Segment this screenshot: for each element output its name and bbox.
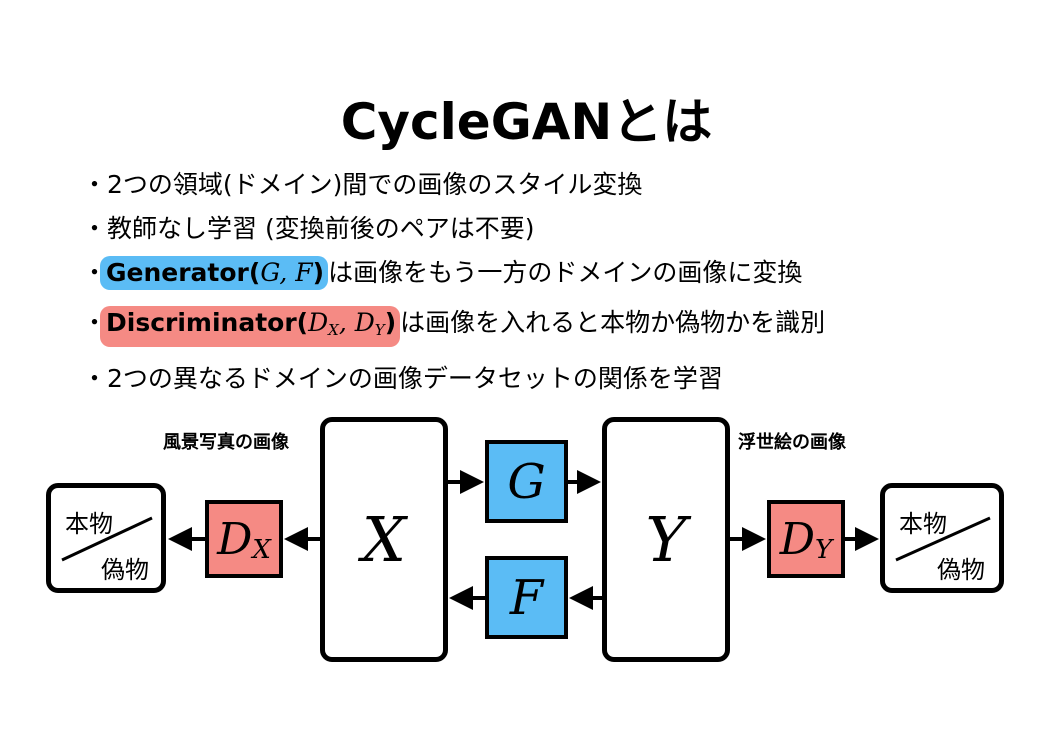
discriminator-dx: DX, DY — [308, 308, 385, 339]
real-fake-box-left: 本物 偽物 — [46, 483, 166, 593]
domain-x-label: X — [361, 503, 407, 576]
domain-y-label: Y — [645, 503, 687, 576]
dx-sub: X — [328, 320, 339, 339]
generator-f-label: F — [509, 569, 544, 626]
bullet-style-transfer: ・2つの領域(ドメイン)間での画像のスタイル変換 — [82, 170, 643, 199]
real-label-right: 本物 — [899, 510, 947, 538]
domain-y-box: Y — [602, 417, 730, 662]
generator-close: ) — [312, 258, 325, 287]
math-comma: , — [338, 308, 355, 337]
dy-sub: Y — [374, 320, 385, 339]
generator-description: は画像をもう一方のドメインの画像に変換 — [328, 258, 803, 287]
bullet-generator: ・Generator(G, F)は画像をもう一方のドメインの画像に変換 — [82, 256, 802, 290]
generator-f-block: F — [485, 556, 568, 639]
discriminator-name: Discriminator( — [106, 308, 309, 337]
real-label-left: 本物 — [65, 510, 113, 538]
dx-block-sub: X — [252, 535, 271, 565]
dx-block-main: D — [217, 513, 253, 565]
dx-main: D — [308, 308, 329, 337]
generator-g-label: G — [507, 453, 546, 510]
page-title: CycleGANとは — [340, 93, 713, 151]
generator-name: Generator( — [106, 258, 261, 287]
fake-label-right: 偽物 — [937, 556, 985, 584]
bullet-discriminator: ・Discriminator(DX, DY)は画像を入れると本物か偽物かを識別 — [82, 306, 825, 347]
bullet-dataset-relation: ・2つの異なるドメインの画像データセットの関係を学習 — [82, 364, 723, 393]
discriminator-highlight: Discriminator(DX, DY) — [100, 306, 401, 347]
label-ukiyoe: 浮世絵の画像 — [738, 432, 846, 453]
dy-main: D — [354, 308, 375, 337]
discriminator-description: は画像を入れると本物か偽物かを識別 — [400, 308, 826, 337]
fake-label-left: 偽物 — [101, 556, 149, 584]
bullet-unsupervised: ・教師なし学習 (変換前後のペアは不要) — [82, 214, 535, 243]
slash-left — [61, 516, 153, 562]
dy-block-main: D — [779, 513, 816, 565]
slash-right — [895, 516, 991, 562]
label-landscape-photo: 風景写真の画像 — [163, 432, 289, 453]
dy-block-sub: Y — [815, 535, 833, 565]
generator-math: G, F — [260, 258, 313, 287]
generator-g-block: G — [485, 440, 568, 523]
domain-x-box: X — [320, 417, 448, 662]
discriminator-close: ) — [384, 308, 397, 337]
generator-highlight: Generator(G, F) — [100, 256, 329, 290]
